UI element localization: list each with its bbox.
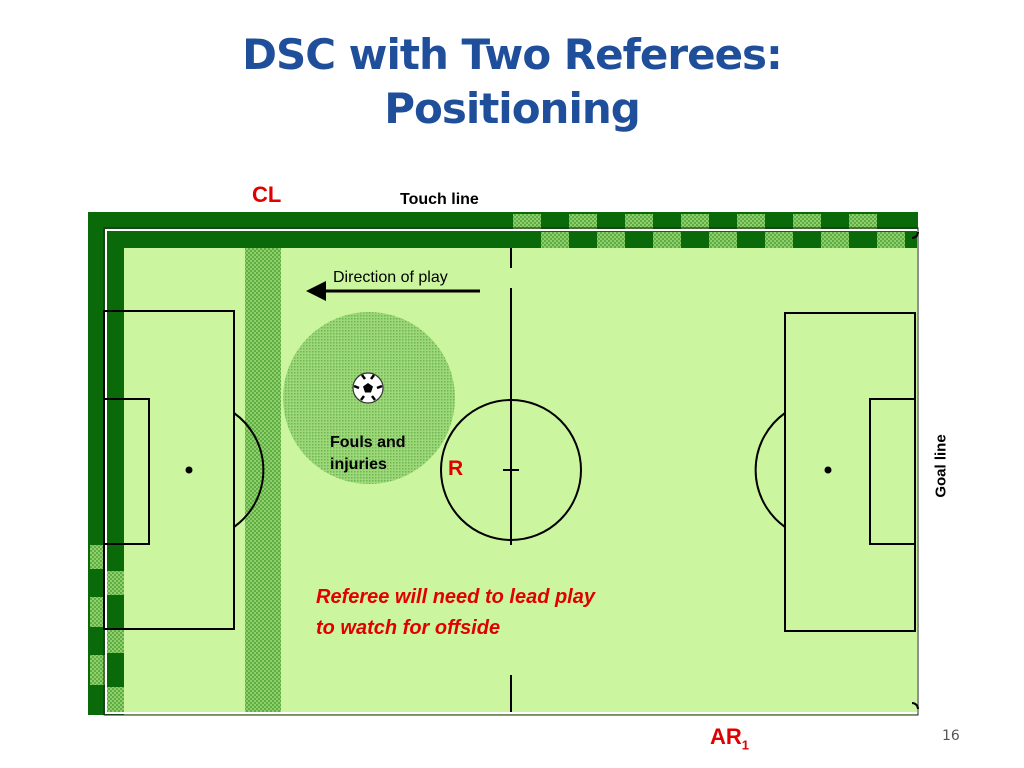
- fouls-and-injuries-label: Fouls and injuries: [330, 434, 406, 473]
- pitch-surface: [88, 212, 918, 715]
- right-penalty-spot: [824, 466, 832, 474]
- referee-note: Referee will need to lead play to watch …: [316, 586, 595, 639]
- referee-label: R: [448, 457, 464, 480]
- touch-line-label: Touch line: [400, 191, 479, 208]
- direction-of-play-label: Direction of play: [333, 269, 448, 286]
- left-penalty-spot: [185, 466, 193, 474]
- left-arrow-icon: [306, 281, 480, 301]
- club-linesman-label: CL: [252, 182, 282, 207]
- assistant-referee-subscript: 1: [741, 737, 750, 753]
- corner-arc-bottom-right: [911, 702, 919, 710]
- slide-title: DSC with Two Referees: Positioning: [0, 28, 1024, 136]
- title-line-2: Positioning: [384, 84, 641, 133]
- corner-arc-top-right: [911, 231, 919, 239]
- left-goal-area: [103, 398, 150, 545]
- title-line-1: DSC with Two Referees:: [242, 30, 783, 79]
- soccer-ball-icon: [352, 372, 384, 404]
- left-penalty-arc: [233, 412, 265, 528]
- left-goal-line-checker: [90, 545, 124, 713]
- page-number: 16: [942, 728, 960, 744]
- right-goal-area: [869, 398, 916, 545]
- assistant-referee-label: AR1: [710, 724, 749, 752]
- assistant-referee-text: AR: [710, 724, 742, 749]
- right-penalty-arc: [754, 412, 786, 528]
- goal-line-label: Goal line: [932, 434, 950, 498]
- center-circle: [440, 399, 582, 541]
